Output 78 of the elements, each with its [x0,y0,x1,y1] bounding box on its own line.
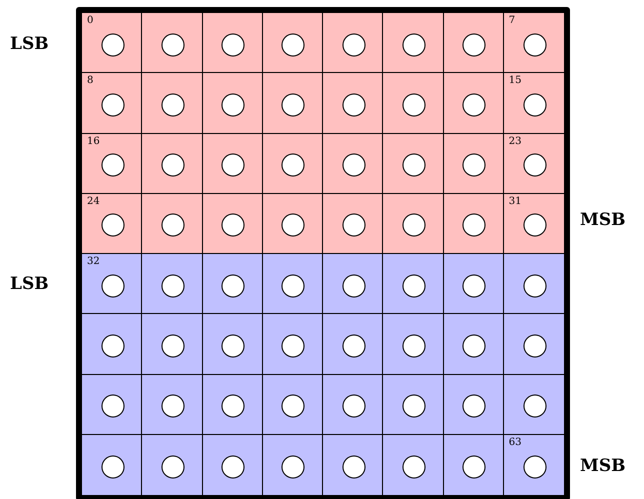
cell-number: 7 [508,15,516,26]
grid-cell [202,254,263,314]
grid-cell [82,134,142,194]
grid-cell [202,314,263,374]
grid-cell [82,314,142,374]
cell-number: 8 [87,75,94,86]
cell-number: 15 [508,75,522,86]
grid-cell [444,434,504,495]
cell-number: 32 [87,256,100,267]
grid-cell [82,374,142,435]
grid-cell [262,374,323,435]
grid-cell [262,73,323,134]
grid-cell [323,254,384,314]
grid-cell [202,73,263,134]
grid-cell [262,434,323,495]
grid-cell [444,314,504,374]
bit-order-label: LSB [10,34,49,54]
grid-cell [323,13,384,74]
grid-cell [262,254,323,314]
cell-number: 31 [508,196,522,207]
grid-cell [323,314,384,374]
cell-number: 63 [508,436,522,448]
grid-cell [142,314,202,374]
grid-cell [383,314,444,374]
grid-cell [142,13,202,74]
cell-number: 0 [87,15,94,26]
grid-cell [142,434,202,495]
grid-cell [383,134,444,194]
grid-cell [142,73,202,134]
grid-cell [82,434,142,495]
grid-cell [383,73,444,134]
grid-cell [504,194,564,254]
grid-cell [202,434,263,495]
grid-cell [504,434,564,495]
grid-cell [504,73,564,134]
grid-cell [202,134,263,194]
grid-cell [504,13,564,74]
grid-cell [142,134,202,194]
grid-cell [262,13,323,74]
grid-cell [202,374,263,435]
grid-cell [444,73,504,134]
bit-order-label: LSB [10,274,49,294]
grid-cell [202,194,263,254]
grid-cell [262,194,323,254]
bit-order-label: MSB [580,456,626,476]
grid-cell [142,194,202,254]
grid-cell [323,134,384,194]
grid-cell [383,254,444,314]
grid-cell [383,13,444,74]
grid-cell [323,73,384,134]
cell-number: 16 [87,136,100,146]
grid-cell [383,194,444,254]
grid-cell [323,434,384,495]
grid-cell [444,194,504,254]
grid-cell [202,13,263,74]
grid-cell [444,134,504,194]
grid-cell [262,134,323,194]
grid-cell [82,254,142,314]
grid-cell [262,314,323,374]
grid-cell [444,254,504,314]
grid-cell [444,13,504,74]
cell-number: 23 [508,136,522,146]
grid-cell [444,374,504,435]
bit-order-label: MSB [580,210,626,230]
cell-number: 24 [87,196,100,207]
grid-cell [383,374,444,435]
grid-cell [82,194,142,254]
grid-cell [82,73,142,134]
grid-cell [383,434,444,495]
grid-cell [323,194,384,254]
grid-cell [504,254,564,314]
grid-cell [504,134,564,194]
grid-cell [82,13,142,74]
grid-cell [142,254,202,314]
grid-cell [323,374,384,435]
grid-cell [504,374,564,435]
grid-cell [142,374,202,435]
grid-cell [504,314,564,374]
